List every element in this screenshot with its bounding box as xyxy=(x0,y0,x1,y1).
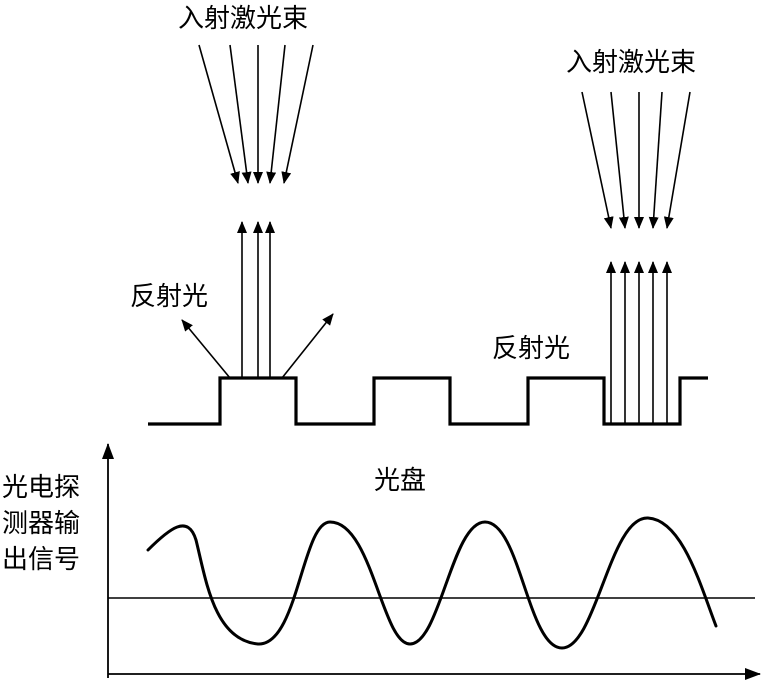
reflected-beam-right xyxy=(606,261,672,424)
incident-ray xyxy=(663,91,691,229)
incident-ray xyxy=(198,44,240,184)
disc-surface-profile xyxy=(148,376,708,426)
incident-beam-right xyxy=(581,91,691,229)
incident-ray xyxy=(648,91,663,229)
signal-axis-label: 光电探 测器输 出信号 xyxy=(2,470,102,578)
incident-ray xyxy=(581,91,614,229)
incident-beam-left xyxy=(198,44,314,184)
detector-output-waveform xyxy=(146,516,718,650)
reflected-light-label-left: 反射光 xyxy=(130,282,209,312)
scattered-ray xyxy=(281,313,334,379)
scattered-ray xyxy=(181,319,231,379)
incident-ray xyxy=(281,44,314,184)
incident-ray xyxy=(266,44,286,184)
signal-axis-label-line: 测器输 xyxy=(2,509,81,539)
reflected-beam-left xyxy=(181,221,334,379)
incident-beam-label-right: 入射激光束 xyxy=(566,48,697,78)
incident-beam-label-left: 入射激光束 xyxy=(178,4,309,34)
reflected-light-label-right: 反射光 xyxy=(492,334,571,364)
disc-label: 光盘 xyxy=(374,466,427,496)
incident-ray xyxy=(610,91,629,229)
signal-axis-label-line: 光电探 xyxy=(2,473,81,503)
incident-ray xyxy=(229,44,252,184)
signal-axis-label-line: 出信号 xyxy=(2,545,81,575)
